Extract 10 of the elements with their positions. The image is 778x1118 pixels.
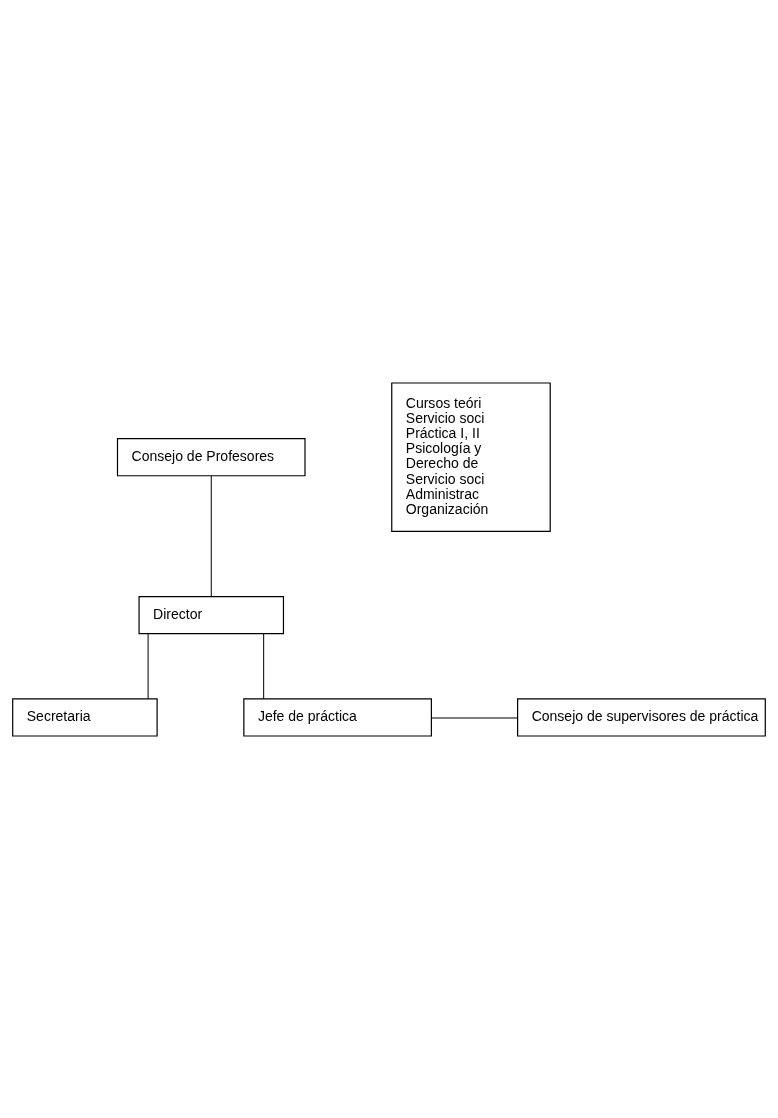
connector (431, 716, 518, 718)
node-box: Secretaria (12, 697, 158, 737)
node-box: Director (138, 595, 285, 634)
connector (147, 632, 149, 699)
node-box: Consejo de supervisores de práctica (517, 697, 766, 737)
node-box: Jefe de práctica (243, 697, 432, 737)
node-box: Cursos teóri Servicio soci Práctica I, II Psicología y Derecho de Servicio soci Administrac Organización (391, 381, 551, 532)
node-box: Consejo de Profesores (116, 437, 306, 476)
connector (263, 632, 265, 699)
connector (210, 474, 212, 597)
